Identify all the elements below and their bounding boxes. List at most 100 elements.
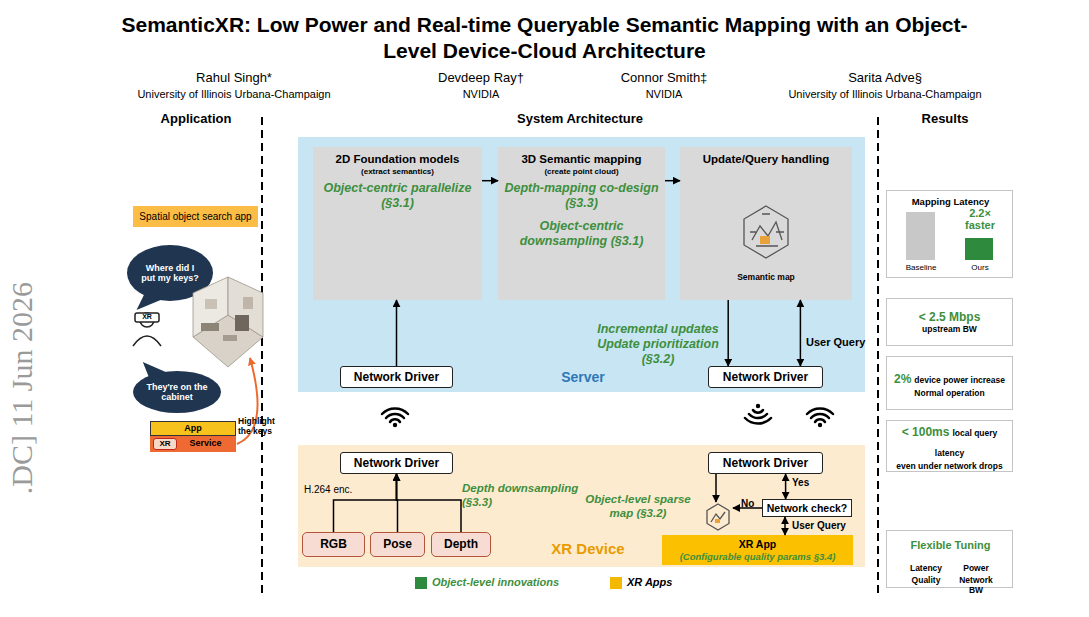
driver-box: Network Driver bbox=[340, 452, 453, 474]
annotation-label: NVIDIA bbox=[401, 88, 561, 101]
node-text: 2% bbox=[894, 372, 911, 386]
annotation-label: Connor Smith‡ bbox=[584, 70, 744, 86]
node-text: RGB bbox=[320, 537, 347, 551]
node-text: Service bbox=[178, 438, 233, 449]
annotation-label: Incremental updates Update prioritizatio… bbox=[583, 322, 733, 367]
figure-title: SemanticXR: Low Power and Real-time Quer… bbox=[117, 12, 972, 65]
result-box: < 2.5 Mbpsupstream BW bbox=[886, 298, 1013, 346]
annotation-label: Results bbox=[885, 111, 1005, 127]
column-divider bbox=[262, 117, 878, 598]
node-text: Quality bbox=[901, 575, 951, 585]
node-text: (Configurable quality params §3.4) bbox=[680, 551, 836, 562]
annotation-label: University of Illinois Urbana-Champaign bbox=[735, 88, 1035, 101]
node-text: XR bbox=[159, 439, 170, 449]
node-text: Depth bbox=[444, 537, 478, 551]
node-text: Where did I put my keys? bbox=[141, 263, 199, 284]
wifi-icon bbox=[382, 408, 833, 423]
node-text: < 100ms bbox=[902, 425, 950, 439]
annotation-label: Depth downsampling (§3.3) bbox=[462, 482, 584, 510]
annotation-label: XR bbox=[136, 313, 158, 321]
node-text: Network Driver bbox=[354, 370, 439, 384]
node-text: Mapping Latency bbox=[887, 196, 1014, 207]
sensor-box: RGB bbox=[302, 532, 365, 557]
text-line: 2%device power increase bbox=[894, 368, 1005, 388]
node-text: XR Device bbox=[528, 540, 648, 558]
sensor-box: Depth bbox=[431, 532, 491, 557]
node-text: Network Driver bbox=[354, 456, 439, 470]
node-text: Ours bbox=[950, 263, 1010, 273]
node-text: Flexible Tuning bbox=[887, 539, 1014, 552]
annotation-label: System Architecture bbox=[480, 111, 680, 127]
speech-bubble: Where did I put my keys? bbox=[126, 244, 214, 302]
node-text: They're on the cabinet bbox=[146, 382, 208, 403]
node-text: Network BW bbox=[951, 575, 1001, 595]
node-text: Spatial object search app bbox=[139, 211, 251, 223]
node-text: Latency bbox=[901, 563, 951, 573]
node-text: App bbox=[184, 423, 202, 434]
node-text: (extract semantics) bbox=[313, 167, 482, 177]
node-text: Baseline bbox=[891, 263, 951, 273]
result-box: 2%device power increaseNormal operation bbox=[886, 356, 1013, 410]
annotation-label: University of Illinois Urbana-Champaign bbox=[84, 88, 384, 101]
annotation-label: Highlight the keys bbox=[238, 416, 280, 436]
node-text: XR App bbox=[739, 538, 777, 551]
annotation-label: Sarita Adve§ bbox=[805, 70, 965, 86]
node-text: < 2.5 Mbps bbox=[919, 310, 981, 324]
app-name-box: Spatial object search app bbox=[133, 206, 258, 227]
node-text: 2.2× faster bbox=[955, 207, 1005, 231]
process-box: Update/Query handlingSemantic map bbox=[680, 147, 852, 300]
device-band: XR Device Network DriverRGB Pose Depth Netwo… bbox=[298, 445, 865, 567]
edge-label: User Query bbox=[792, 520, 846, 532]
result-box: Flexible TuningLatencyPowerQualityNetwor… bbox=[886, 530, 1013, 588]
process-box: 2D Foundation models(extract semantics) O… bbox=[313, 147, 482, 300]
node-text: Depth-mapping co-design (§3.3) bbox=[500, 181, 663, 211]
node-text: Network Driver bbox=[723, 456, 808, 470]
edge-label: Yes bbox=[792, 477, 809, 489]
annotation-label: Rahul Singh* bbox=[134, 70, 334, 86]
decision-box: Network check? bbox=[762, 499, 852, 517]
app-box: XR App(Configurable quality params §3.4) bbox=[662, 535, 853, 565]
node-text: (create point cloud) bbox=[498, 167, 665, 177]
annotation-label: Object-level sparse map (§3.2) bbox=[572, 493, 704, 521]
server-band: Server 2D Foundation models(extract seman… bbox=[298, 137, 865, 392]
node-text: Network check? bbox=[767, 502, 848, 515]
app-layer-box: App bbox=[150, 421, 236, 436]
node-text: Semantic map bbox=[680, 272, 852, 282]
legend-swatch bbox=[610, 577, 622, 589]
result-box: Mapping Latency2.2× fasterBaselineOurs bbox=[886, 190, 1013, 278]
driver-box: Network Driver bbox=[708, 366, 823, 388]
user-icon bbox=[133, 313, 161, 346]
legend-text: XR Apps bbox=[627, 576, 672, 589]
node-text: upstream BW bbox=[922, 324, 977, 334]
driver-box: Network Driver bbox=[708, 452, 823, 474]
wifi-dot bbox=[393, 404, 822, 427]
node-text: device power increase bbox=[914, 375, 1005, 385]
edge-label: User Query bbox=[806, 336, 865, 349]
node-text: 2D Foundation models bbox=[313, 153, 482, 167]
annotation-label: Devdeep Ray† bbox=[401, 70, 561, 86]
legend-text: Object-level innovations bbox=[432, 576, 559, 589]
annotation-label: NVIDIA bbox=[584, 88, 744, 101]
node-text: Update/Query handling bbox=[680, 153, 852, 167]
node-text: Object-centric downsampling (§3.1) bbox=[500, 219, 663, 249]
sensor-box: Pose bbox=[370, 532, 425, 557]
node-text: Pose bbox=[383, 537, 412, 551]
node-text: Power bbox=[951, 563, 1001, 573]
annotation-label: Application bbox=[126, 111, 266, 127]
result-box: < 100mslocal query latencyeven under net… bbox=[886, 420, 1013, 472]
node-text: Server bbox=[528, 369, 638, 386]
node-text: Network Driver bbox=[723, 370, 808, 384]
annotation-label: .DC] 11 Jun 2026 bbox=[4, 282, 40, 494]
xr-tag: XR bbox=[153, 438, 177, 450]
annotation-label: No bbox=[741, 498, 761, 510]
node-text: even under network drops bbox=[896, 461, 1002, 471]
legend-swatch bbox=[415, 577, 427, 589]
speech-bubble: They're on the cabinet bbox=[132, 370, 222, 414]
node-text: Object-centric parallelize (§3.1) bbox=[315, 181, 480, 211]
text-line: < 100mslocal query latency bbox=[887, 421, 1012, 461]
node-text: Normal operation bbox=[914, 388, 984, 398]
service-layer-box: Service XR bbox=[150, 436, 236, 452]
process-box: 3D Semantic mapping(create point cloud)D… bbox=[498, 147, 665, 300]
driver-box: Network Driver bbox=[340, 366, 453, 388]
